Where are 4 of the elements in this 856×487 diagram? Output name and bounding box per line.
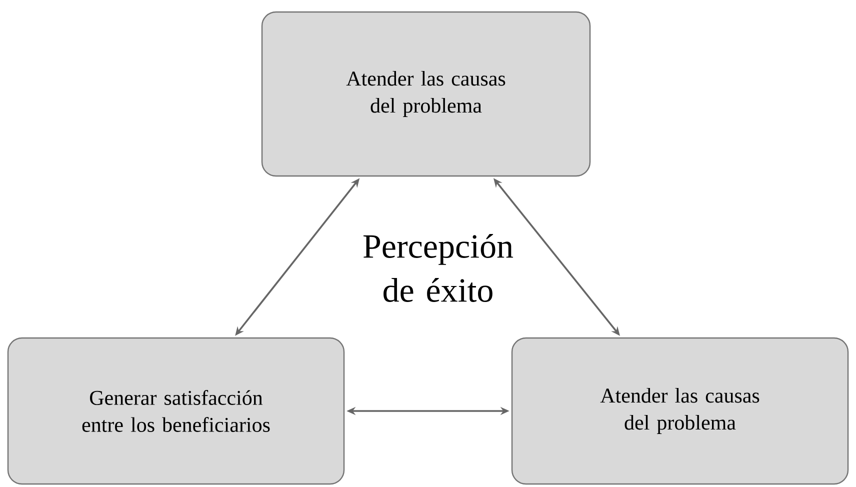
process-box: Atender las causas del problema xyxy=(511,337,849,485)
process-box: Atender las causas del problema xyxy=(261,11,591,177)
process-box: Generar satisfacción entre los beneficiarios xyxy=(7,337,345,485)
center-label: Percepción de éxito xyxy=(363,234,514,302)
